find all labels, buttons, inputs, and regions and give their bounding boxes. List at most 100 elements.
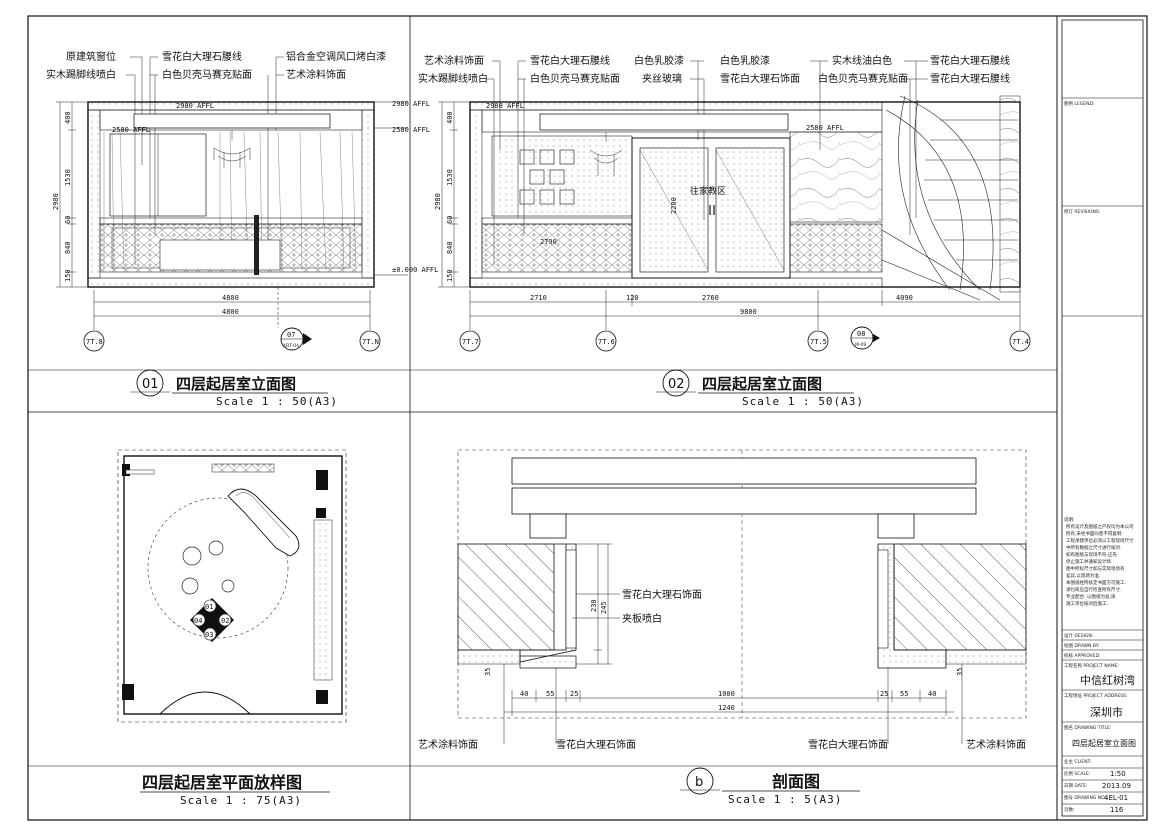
tb-note: 所有,未经书面同意不得复制.	[1066, 530, 1123, 537]
p03-scale: Scale 1 : 75(A3)	[180, 794, 302, 807]
tb-drawing-title-label: 图名 DRAWING TITLE:	[1064, 724, 1111, 731]
p04-dim-bl-2: 55	[546, 690, 554, 698]
tb-no-value: 4EL-01	[1104, 794, 1128, 802]
p01-callout-marble-band: 雪花白大理石腰线	[162, 50, 242, 63]
p04-scale: Scale 1 : 5(A3)	[728, 793, 842, 806]
panel-02-elevation: 艺术涂料饰面 实木踢脚线喷白 雪花白大理石腰线 白色贝壳马赛克贴面 白色乳胶漆 …	[418, 54, 1031, 408]
p02-title: 四层起居室立面图	[702, 375, 822, 393]
p02-axis-1: 7T.7	[462, 338, 479, 346]
tb-scale-value: 1:50	[1110, 770, 1126, 778]
tb-project-name: 中信红树湾	[1080, 673, 1135, 687]
p04-bottom-label-2: 雪花白大理石饰面	[556, 738, 636, 751]
tb-no-label: 图号 DRAWING NO.:	[1064, 795, 1107, 801]
p02-callout-latex-1: 白色乳胶漆	[634, 54, 684, 67]
p01-scale: Scale 1 : 50(A3)	[216, 395, 338, 408]
p02-ref-sheet: M-09	[855, 342, 866, 348]
p02-level-1: 2980 AFFL	[486, 102, 524, 110]
p02-dim-a: 2710	[530, 294, 547, 302]
p01-callout-paint: 艺术涂料饰面	[286, 68, 346, 81]
panel-01-elevation: 原建筑窗位 实木踢脚线喷白 雪花白大理石腰线 白色贝壳马赛克贴面 铝合金空调风口…	[46, 50, 438, 408]
tb-project-label: 工程名称 PROJECT NAME:	[1064, 662, 1119, 669]
p03-marker-02: 02	[221, 617, 229, 625]
p04-bottom-label-3: 雪花白大理石饰面	[808, 738, 888, 751]
p04-bottom-label-4: 艺术涂料饰面	[966, 738, 1026, 751]
p01-dim-v-1: 400	[64, 111, 72, 124]
p01-inner-dim-2: 2580 AFFL	[112, 126, 150, 134]
p03-marker-03: 03	[205, 631, 213, 639]
p03-title: 四层起居室平面放样图	[142, 773, 302, 792]
p03-marker-04: 04	[194, 617, 202, 625]
tb-date-label: 日期 DATE:	[1064, 783, 1088, 789]
p02-axis-2: 7T.6	[598, 338, 615, 346]
p04-callout-plywood: 夹板喷白	[622, 612, 662, 625]
p01-callout-window: 原建筑窗位	[66, 50, 116, 63]
p02-callout-marble-face: 雪花白大理石饰面	[720, 72, 800, 85]
p03-marker-01: 01	[205, 603, 213, 611]
p02-dim-b: 120	[626, 294, 639, 302]
p02-callout-marble-band: 雪花白大理石腰线	[530, 54, 610, 67]
p04-dim-br-1: 25	[880, 690, 888, 698]
p02-dim-v-3: 60	[446, 216, 454, 224]
tb-note: 承包商应自行检查所有尺寸.	[1066, 586, 1121, 593]
tb-page-label: 页数:	[1064, 806, 1075, 813]
p02-dim-v-4: 840	[446, 241, 454, 254]
p01-ref-number: 07	[287, 331, 295, 339]
p02-dim-total: 9800	[740, 308, 757, 316]
p01-ref-sheet: 4DT-04	[283, 343, 299, 349]
p02-callout-band-3: 雪花白大理石腰线	[930, 72, 1010, 85]
p01-level-2: 2580 AFFL	[392, 126, 430, 134]
p02-callout-latex-2: 白色乳胶漆	[720, 54, 770, 67]
p04-dim-bl-1: 40	[520, 690, 528, 698]
p01-dim-width-2: 4800	[222, 308, 239, 316]
p02-scale: Scale 1 : 50(A3)	[742, 395, 864, 408]
p04-dim-br-3: 40	[928, 690, 936, 698]
tb-note: 中所有数据之尺寸进行核对.	[1066, 544, 1121, 551]
tb-design-label: 设计 DESIGN:	[1064, 632, 1093, 639]
tb-address-label: 工程地址 PROJECT ADDRESS:	[1064, 692, 1128, 699]
p04-bottom-label-1: 艺术涂料饰面	[418, 738, 478, 751]
tb-notes-label: 说明:	[1064, 516, 1075, 523]
p02-callout-mosaic: 白色贝壳马赛克贴面	[530, 72, 620, 85]
tb-note: 工程承建单位必须以工程现场尺寸	[1066, 537, 1134, 544]
tb-note: 图中所标尺寸如与实际现场有	[1066, 565, 1125, 572]
p01-axis-right: 7T.N	[362, 338, 379, 346]
tb-notes: 所有设计及图纸之产权均为本公司 所有,未经书面同意不得复制. 工程承建单位必须以…	[1066, 523, 1134, 607]
p04-dim-inner: 1000	[718, 690, 735, 698]
p01-level-1: 2980 AFFL	[392, 100, 430, 108]
tb-note: 专业配合: 以图纸为准,请	[1066, 593, 1116, 600]
p04-callout-marble: 雪花白大理石饰面	[622, 588, 702, 601]
tb-date-value: 2013.09	[1102, 782, 1131, 790]
p02-dim-d: 4090	[896, 294, 913, 302]
p02-number: 02	[668, 377, 685, 392]
p04-title: 剖面图	[772, 772, 820, 791]
p04-dim-v-2: 245	[600, 601, 608, 614]
p02-callout-paint: 艺术涂料饰面	[424, 54, 484, 67]
tb-client-label: 业主 CLIENT:	[1064, 758, 1091, 765]
p02-callout-mosaic-2: 白色贝壳马赛克贴面	[818, 72, 908, 85]
p02-dim-total-v: 2980	[434, 193, 442, 210]
p04-dim-br-2: 55	[900, 690, 908, 698]
p01-inner-dim-1: 2980 AFFL	[176, 102, 214, 110]
p04-dim-bl-3: 25	[570, 690, 578, 698]
tb-note: 施工单位核对后施工.	[1066, 600, 1108, 607]
tb-note: 所有设计及图纸之产权均为本公司	[1066, 523, 1134, 530]
tb-note: 本图纸经所核定书面方可施工.	[1066, 579, 1126, 586]
p02-dim-v-1: 400	[446, 111, 454, 124]
tb-check-label: 校核 APPROVED:	[1064, 652, 1100, 659]
p02-ref-number: 08	[857, 330, 865, 338]
p01-dim-total-v: 2980	[52, 193, 60, 210]
p04-dim-35-right: 35	[956, 668, 964, 676]
p04-dim-total: 1240	[718, 704, 735, 712]
p02-callout-wood: 实木线油白色	[832, 54, 892, 67]
p01-callout-skirting: 实木踢脚线喷白	[46, 68, 116, 81]
p01-callout-vent: 铝合金空调风口烤白漆	[286, 50, 386, 63]
tb-note: 差异,以现场为准.	[1066, 572, 1100, 579]
p01-dim-width-1: 4800	[222, 294, 239, 302]
p02-dim-c: 2760	[702, 294, 719, 302]
p02-callout-skirting: 实木踢脚线喷白	[418, 72, 488, 85]
p02-callout-band-2: 雪花白大理石腰线	[930, 54, 1010, 67]
tb-revisions-label: 修订 REVISIONS:	[1064, 208, 1100, 215]
tb-drawn-label: 绘图 DRAWN BY:	[1064, 642, 1099, 649]
